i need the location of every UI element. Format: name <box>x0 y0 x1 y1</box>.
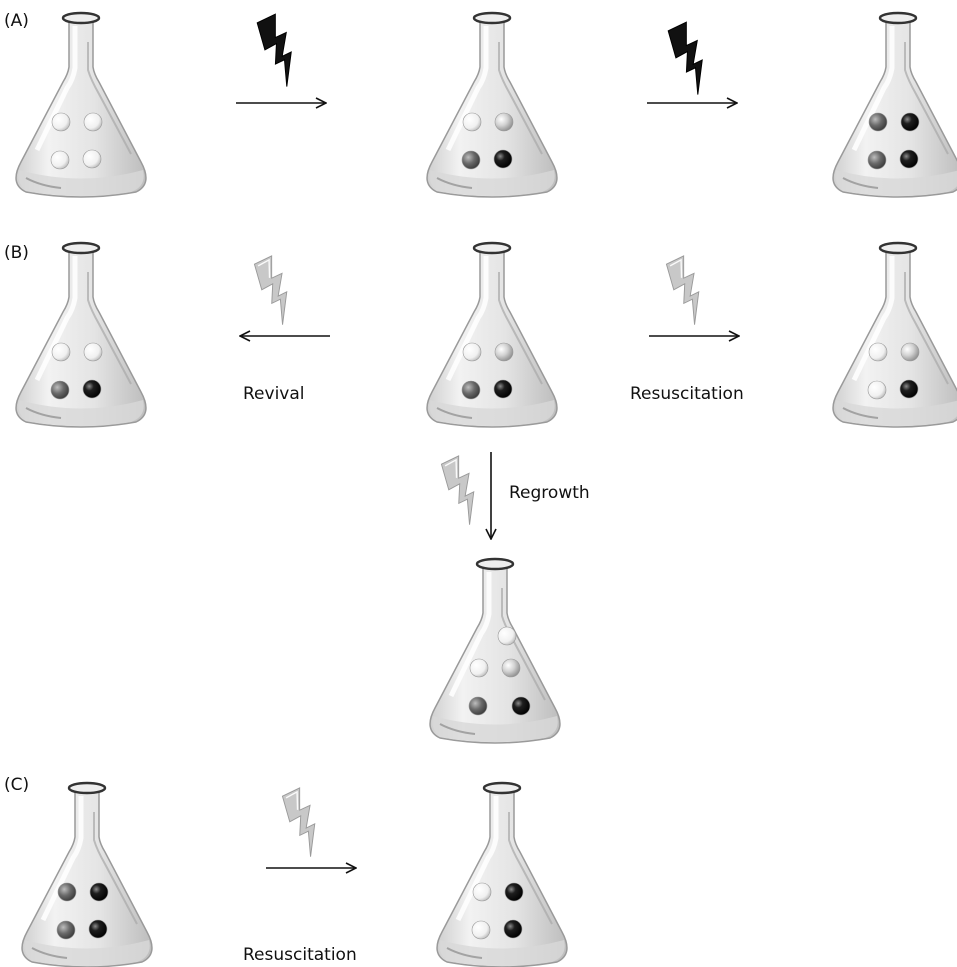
cell-black <box>504 920 522 938</box>
cell-white <box>84 113 102 131</box>
cell-white <box>52 113 70 131</box>
cell-grey <box>57 921 75 939</box>
arrow-a-2 <box>647 21 737 103</box>
flask-b-left <box>16 243 146 427</box>
cell-white <box>470 659 488 677</box>
flask-c1 <box>22 783 152 967</box>
cell-white <box>51 151 69 169</box>
cell-grey <box>868 151 886 169</box>
flasks <box>16 13 957 967</box>
cell-grey <box>58 883 76 901</box>
cell-white <box>463 343 481 361</box>
arrow-b-right <box>649 255 739 336</box>
cell-white <box>463 113 481 131</box>
lightning-bolt-icon <box>280 787 327 860</box>
cell-white <box>473 883 491 901</box>
resuscitation-label-c: Resuscitation <box>243 945 357 965</box>
cell-grey <box>469 697 487 715</box>
flask-a3 <box>833 13 957 197</box>
cell-light <box>495 343 513 361</box>
regrowth-label: Regrowth <box>509 483 590 503</box>
flask-b-down <box>430 559 560 743</box>
lightning-bolt-icon <box>439 455 486 528</box>
arrow-b-left <box>240 255 330 336</box>
panel-label-b: (B) <box>4 243 29 263</box>
cell-black <box>900 380 918 398</box>
arrow-c-1 <box>266 787 356 868</box>
lightning-bolt-icon <box>666 21 715 98</box>
cell-grey <box>462 381 480 399</box>
cell-black <box>900 150 918 168</box>
cell-black <box>83 380 101 398</box>
resuscitation-label-b: Resuscitation <box>630 384 744 404</box>
cell-grey <box>51 381 69 399</box>
cell-black <box>512 697 530 715</box>
cell-white <box>52 343 70 361</box>
panel-label-a: (A) <box>4 11 29 31</box>
cell-black <box>89 920 107 938</box>
flask-c2 <box>437 783 567 967</box>
cell-white <box>498 627 516 645</box>
lightning-bolt-icon <box>252 255 299 328</box>
cell-white <box>83 150 101 168</box>
flask-b-center <box>427 243 557 427</box>
cell-light <box>901 343 919 361</box>
cell-white <box>869 343 887 361</box>
panel-label-c: (C) <box>4 775 29 795</box>
arrow-a-1 <box>236 13 326 103</box>
cell-black <box>494 380 512 398</box>
cell-black <box>494 150 512 168</box>
cell-grey <box>869 113 887 131</box>
flask-a2 <box>427 13 557 197</box>
cell-light <box>495 113 513 131</box>
flask-b-right <box>833 243 957 427</box>
lightning-bolt-icon <box>255 13 304 90</box>
cell-white <box>472 921 490 939</box>
cell-grey <box>462 151 480 169</box>
flask-a1 <box>16 13 146 197</box>
cell-black <box>505 883 523 901</box>
arrow-b-down <box>439 452 491 539</box>
cell-light <box>502 659 520 677</box>
cell-black <box>90 883 108 901</box>
cell-white <box>84 343 102 361</box>
cell-black <box>901 113 919 131</box>
revival-label: Revival <box>243 384 305 404</box>
cell-white <box>868 381 886 399</box>
lightning-bolt-icon <box>664 255 711 328</box>
